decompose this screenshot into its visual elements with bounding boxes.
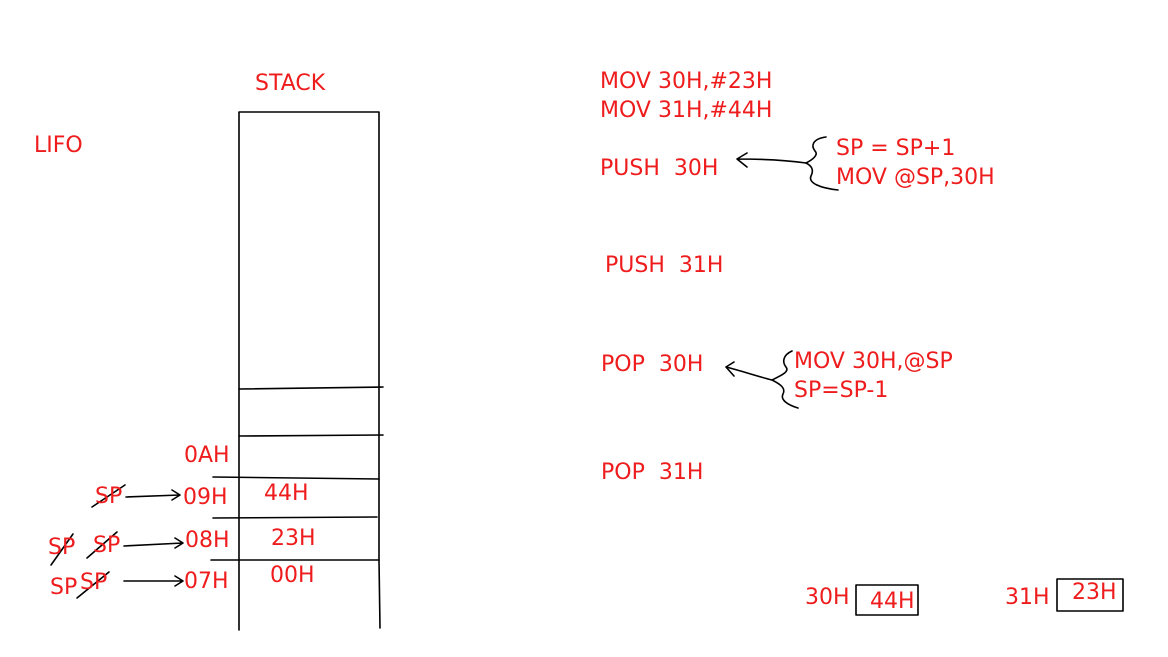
push-expansion-line: SP = SP+1 xyxy=(836,136,956,161)
stack-divider xyxy=(212,476,380,480)
stack-divider xyxy=(238,386,384,390)
sp-arrow-08 xyxy=(123,537,184,549)
stack-title: STACK xyxy=(255,71,326,96)
instruction-mov-31h: MOV 31H,#44H xyxy=(600,98,773,123)
strike-mark xyxy=(91,484,126,508)
sp-label-struck: SP xyxy=(80,570,108,595)
instruction-pop-31h: POP 31H xyxy=(601,460,704,485)
push-arrow xyxy=(736,152,807,168)
address-0ah: 0AH xyxy=(184,443,230,468)
sp-label-struck: SP xyxy=(48,535,76,560)
sp-label-struck: SP xyxy=(93,533,121,558)
instruction-pop-30h: POP 30H xyxy=(601,352,704,377)
stack-divider xyxy=(238,434,384,437)
address-09h: 09H xyxy=(183,485,228,510)
push-expansion-line: MOV @SP,30H xyxy=(836,165,995,190)
strike-mark xyxy=(76,571,110,599)
cell-07h-value: 00H xyxy=(270,563,315,588)
stack-divider xyxy=(212,516,378,519)
pop-expansion-line: SP=SP-1 xyxy=(794,378,889,403)
register-box-31h xyxy=(1056,578,1124,612)
address-07h: 07H xyxy=(184,569,229,594)
pop-arrow xyxy=(725,361,773,381)
instruction-mov-30h: MOV 30H,#23H xyxy=(600,69,773,94)
register-box-30h xyxy=(855,584,919,616)
lifo-label: LIFO xyxy=(34,133,83,158)
instruction-push-30h: PUSH 30H xyxy=(600,156,719,181)
strike-mark xyxy=(50,533,74,566)
sp-label-current: SP xyxy=(95,484,123,509)
strike-mark xyxy=(86,531,118,559)
sp-arrow-09 xyxy=(125,489,181,501)
pop-expansion-line: MOV 30H,@SP xyxy=(794,349,953,374)
sp-label: SP xyxy=(50,575,78,600)
register-30h-value: 44H xyxy=(870,589,915,614)
register-31h-value: 23H xyxy=(1072,580,1117,605)
address-08h: 08H xyxy=(185,528,230,553)
stack-outline xyxy=(238,111,381,631)
register-31h-label: 31H xyxy=(1005,585,1050,610)
push-brace xyxy=(805,136,839,191)
sp-arrow-07 xyxy=(123,575,184,587)
cell-09h-value: 44H xyxy=(264,481,309,506)
instruction-push-31h: PUSH 31H xyxy=(605,253,724,278)
register-30h-label: 30H xyxy=(805,585,850,610)
cell-08h-value: 23H xyxy=(271,526,316,551)
